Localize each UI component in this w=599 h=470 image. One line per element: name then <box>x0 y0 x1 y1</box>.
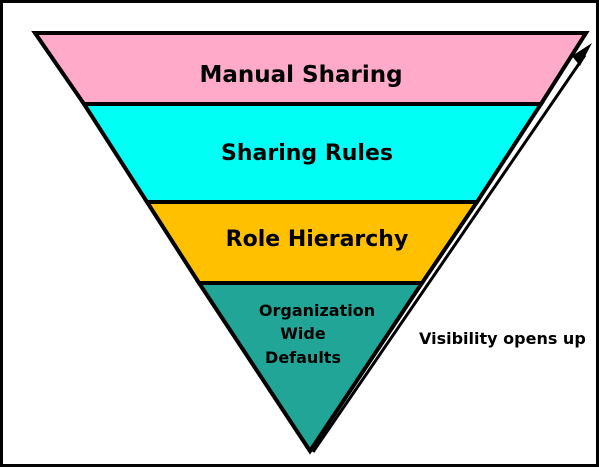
layer-owd-label-line-3: Defaults <box>265 348 341 367</box>
layer-sharing-rules-label: Sharing Rules <box>221 141 393 166</box>
layer-owd-label-line-1: Organization <box>259 301 375 320</box>
layer-manual-sharing-label: Manual Sharing <box>199 62 402 88</box>
layer-owd-label-line-2: Wide <box>280 324 326 343</box>
visibility-arrow-label: Visibility opens up <box>419 329 586 348</box>
layer-organization-wide-defaults <box>195 281 426 455</box>
visibility-arrow-line <box>311 54 587 453</box>
visibility-arrow-head <box>572 43 592 66</box>
sharing-pyramid-diagram: Manual Sharing Sharing Rules Role Hierar… <box>31 31 592 455</box>
layer-role-hierarchy-label: Role Hierarchy <box>226 227 409 252</box>
